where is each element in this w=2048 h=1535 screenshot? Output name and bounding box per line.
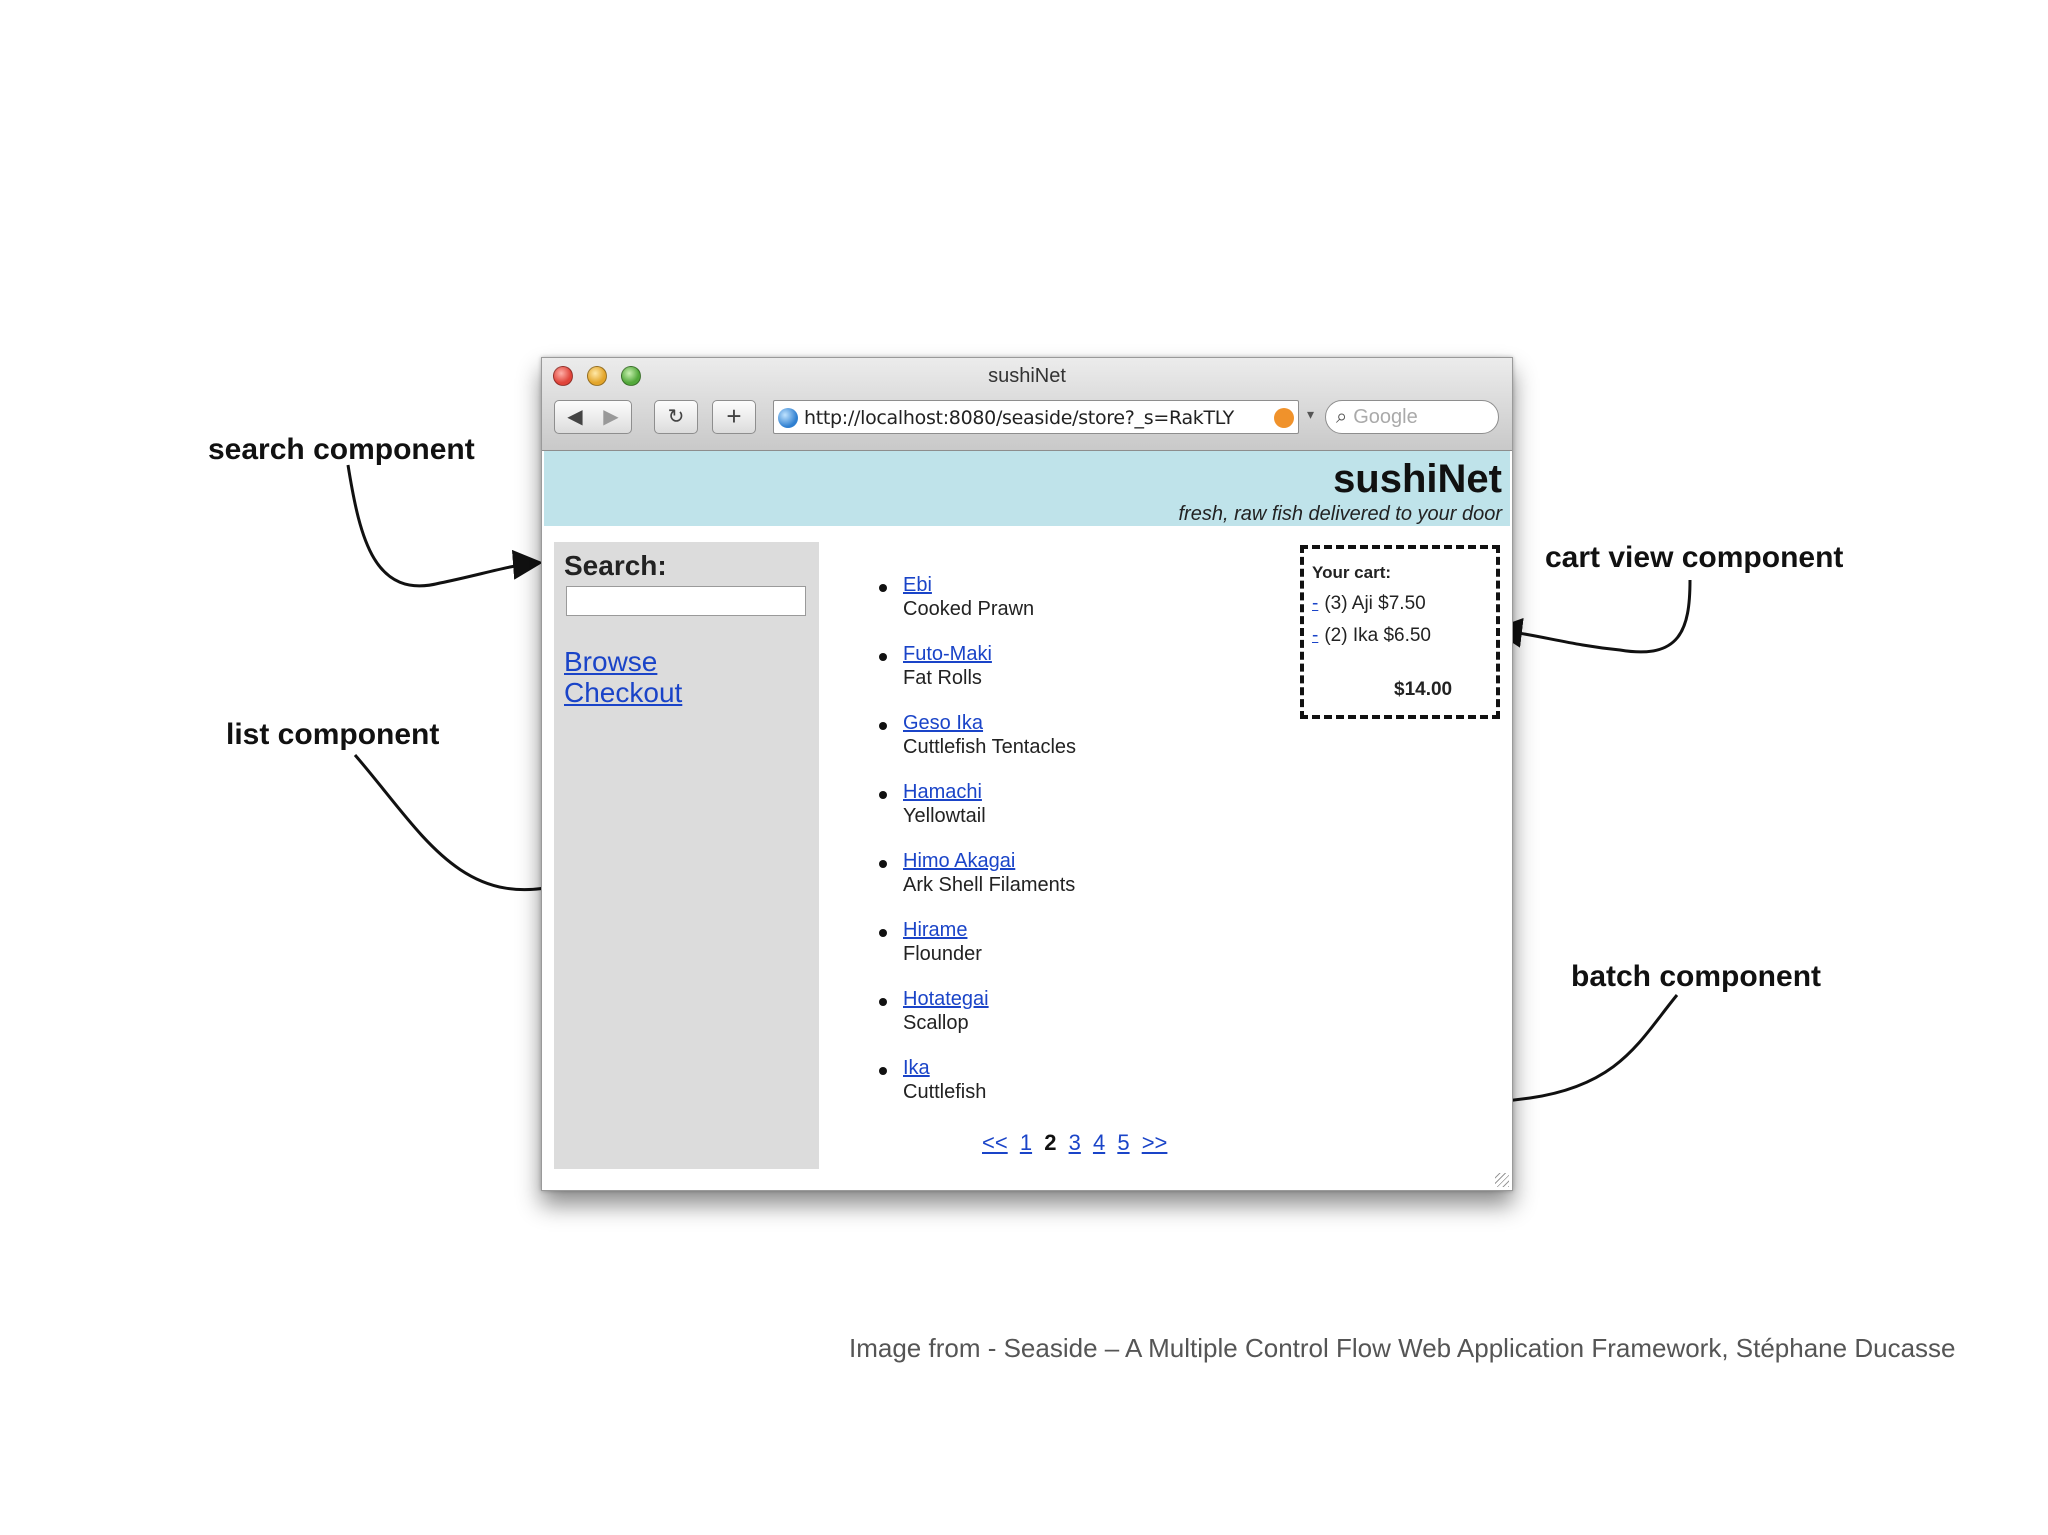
bullet xyxy=(879,929,887,937)
item-link[interactable]: Geso Ika xyxy=(903,712,984,734)
item-description: Cuttlefish xyxy=(903,1081,987,1103)
cart-total: $14.00 xyxy=(1394,679,1453,700)
address-dropdown-icon[interactable]: ▾ xyxy=(1307,406,1315,422)
cart-view: Your cart: -(3) Aji $7.50 -(2) Ika $6.50… xyxy=(1300,545,1500,719)
reload-icon: ↻ xyxy=(667,406,685,428)
pager-current-page: 2 xyxy=(1044,1130,1057,1155)
cart-view-component-annotation: cart view component xyxy=(1545,541,1844,574)
search-component-annotation: search component xyxy=(208,433,475,466)
pager-page-4[interactable]: 4 xyxy=(1092,1130,1106,1155)
bullet xyxy=(879,1067,887,1075)
site-tagline: fresh, raw fish delivered to your door xyxy=(1178,503,1503,525)
image-caption: Image from - Seaside – A Multiple Contro… xyxy=(849,1333,1956,1363)
back-arrow-icon[interactable]: ◀ xyxy=(567,406,583,428)
list-component-annotation: list component xyxy=(226,718,440,751)
search-input[interactable] xyxy=(566,586,806,616)
list-item: Hirame Flounder xyxy=(879,919,1219,988)
minimize-window-icon[interactable] xyxy=(587,366,607,386)
cart-line-text: (2) Ika $6.50 xyxy=(1324,625,1431,646)
rss-icon[interactable] xyxy=(1274,408,1294,428)
item-description: Cuttlefish Tentacles xyxy=(903,736,1077,758)
zoom-window-icon[interactable] xyxy=(621,366,641,386)
search-placeholder: Google xyxy=(1353,406,1418,428)
item-link[interactable]: Futo-Maki xyxy=(903,643,992,665)
item-link[interactable]: Hamachi xyxy=(903,781,982,803)
remove-item-link[interactable]: - xyxy=(1312,625,1319,646)
close-window-icon[interactable] xyxy=(553,366,573,386)
remove-item-link[interactable]: - xyxy=(1312,593,1319,614)
browse-link[interactable]: Browse xyxy=(564,646,658,677)
bullet xyxy=(879,791,887,799)
site-banner: sushiNet fresh, raw fish delivered to yo… xyxy=(544,451,1510,526)
cart-line-text: (3) Aji $7.50 xyxy=(1324,593,1426,614)
cart-arrow xyxy=(1492,579,1692,654)
browser-window: sushiNet ◀▶ ↻ + http://localhost:8080/se… xyxy=(541,357,1513,1191)
browser-toolbar: sushiNet ◀▶ ↻ + http://localhost:8080/se… xyxy=(542,358,1512,451)
pager-prev-link[interactable]: << xyxy=(982,1130,1008,1155)
url-text: http://localhost:8080/seaside/store?_s=R… xyxy=(804,407,1234,429)
pager-page-3[interactable]: 3 xyxy=(1068,1130,1081,1155)
pager-page-1[interactable]: 1 xyxy=(1019,1130,1033,1155)
window-title: sushiNet xyxy=(988,365,1066,387)
item-link[interactable]: Ebi xyxy=(903,574,932,596)
product-list: Ebi Cooked Prawn Futo-Maki Fat Rolls Ges… xyxy=(879,574,1219,1126)
pager-next-link[interactable]: >> xyxy=(1141,1130,1168,1155)
address-bar[interactable]: http://localhost:8080/seaside/store?_s=R… xyxy=(773,400,1299,434)
cart-title: Your cart: xyxy=(1312,563,1392,582)
plus-icon: + xyxy=(726,401,742,431)
list-item: Geso Ika Cuttlefish Tentacles xyxy=(879,712,1219,781)
cart-line: -(3) Aji $7.50 xyxy=(1312,593,1426,615)
item-description: Scallop xyxy=(903,1012,969,1034)
item-link[interactable]: Himo Akagai xyxy=(903,850,1016,872)
search-arrow xyxy=(346,464,543,588)
checkout-link[interactable]: Checkout xyxy=(564,677,683,708)
site-brand: sushiNet xyxy=(1333,457,1502,501)
list-item: Hamachi Yellowtail xyxy=(879,781,1219,850)
list-item: Futo-Maki Fat Rolls xyxy=(879,643,1219,712)
item-description: Fat Rolls xyxy=(903,667,982,689)
cart-line: -(2) Ika $6.50 xyxy=(1312,625,1431,647)
item-link[interactable]: Hotategai xyxy=(903,988,989,1010)
item-description: Ark Shell Filaments xyxy=(903,874,1076,896)
reload-button[interactable]: ↻ xyxy=(654,400,698,434)
item-link[interactable]: Hirame xyxy=(903,919,968,941)
sidebar: Search: Browse Checkout xyxy=(554,542,819,1169)
bullet xyxy=(879,860,887,868)
globe-icon xyxy=(778,408,798,428)
bullet xyxy=(879,722,887,730)
bullet xyxy=(879,998,887,1006)
forward-arrow-icon[interactable]: ▶ xyxy=(603,406,619,428)
list-item: Ika Cuttlefish xyxy=(879,1057,1219,1126)
list-item: Hotategai Scallop xyxy=(879,988,1219,1057)
bullet xyxy=(879,584,887,592)
magnifier-icon: ⌕ xyxy=(1336,406,1348,428)
item-description: Cooked Prawn xyxy=(903,598,1035,620)
item-link[interactable]: Ika xyxy=(903,1057,930,1079)
resize-grip-icon[interactable] xyxy=(1495,1173,1509,1187)
batch-pager: << 1 2 3 4 5 >> xyxy=(982,1130,1173,1156)
bullet xyxy=(879,653,887,661)
item-description: Yellowtail xyxy=(903,805,986,827)
browser-search-field[interactable]: ⌕Google xyxy=(1325,400,1499,434)
add-bookmark-button[interactable]: + xyxy=(712,400,756,434)
back-forward-buttons: ◀▶ xyxy=(554,400,632,434)
pager-page-5[interactable]: 5 xyxy=(1117,1130,1130,1155)
item-description: Flounder xyxy=(903,943,982,965)
batch-component-annotation: batch component xyxy=(1571,960,1822,993)
list-item: Ebi Cooked Prawn xyxy=(879,574,1219,643)
search-label: Search: xyxy=(564,550,667,581)
list-item: Himo Akagai Ark Shell Filaments xyxy=(879,850,1219,919)
